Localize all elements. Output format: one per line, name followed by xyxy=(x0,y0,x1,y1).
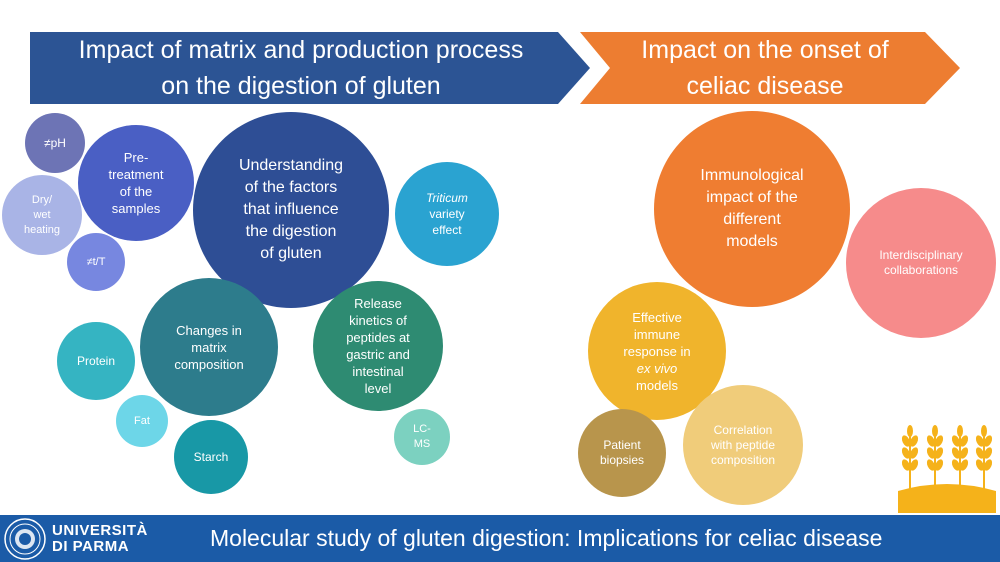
drywet-line1: Dry/ xyxy=(31,193,53,206)
footer-title: Molecular study of gluten digestion: Imp… xyxy=(210,525,883,551)
right-banner-arrow xyxy=(580,32,960,104)
correlation-line1: Correlation xyxy=(713,422,773,437)
left-banner-arrow xyxy=(30,32,590,104)
release-line6: level xyxy=(364,381,392,396)
bubble-pretreatment: Pre- treatment of the samples xyxy=(78,125,194,241)
interdisciplinary-line2: collaborations xyxy=(883,263,959,277)
bubble-ph: ≠pH xyxy=(25,113,85,173)
starch-text: Starch xyxy=(193,450,229,464)
understanding-line1: Understanding xyxy=(238,157,344,174)
pretreatment-line3: of the xyxy=(119,184,153,199)
lcms-line2: MS xyxy=(413,438,431,450)
bubble-interdisciplinary: Interdisciplinary collaborations xyxy=(846,188,996,338)
bubble-fat: Fat xyxy=(116,395,168,447)
understanding-line4: the digestion xyxy=(245,223,337,240)
left-banner-line1: Impact of matrix and production process xyxy=(78,36,524,64)
bubble-triticum: Triticum variety effect xyxy=(395,162,499,266)
bubble-lc-ms: LC- MS xyxy=(394,409,450,465)
pretreatment-line1: Pre- xyxy=(123,150,149,165)
interdisciplinary-line1: Interdisciplinary xyxy=(879,248,963,262)
bubble-understanding: Understanding of the factors that influe… xyxy=(193,112,389,308)
pretreatment-line2: treatment xyxy=(108,167,164,182)
changes-line3: composition xyxy=(174,356,244,372)
immunological-line2: impact of the xyxy=(706,189,798,206)
patient-line2: biopsies xyxy=(599,453,645,467)
effective-line1: Effective xyxy=(632,309,682,325)
right-banner-line1: Impact on the onset of xyxy=(641,36,889,64)
changes-line2: matrix xyxy=(191,339,227,355)
bubble-immunological: Immunological impact of the different mo… xyxy=(654,111,850,307)
pretreatment-line4: samples xyxy=(111,201,161,216)
correlation-line2: with peptide xyxy=(710,437,776,452)
bubble-effective-response: Effective immune response in ex vivo mod… xyxy=(588,282,726,420)
wheat-icon xyxy=(898,425,996,513)
university-seal-icon xyxy=(4,518,46,560)
triticum-italic: Triticum xyxy=(426,191,468,205)
bubble-dry-wet-heating: Dry/ wet heating xyxy=(2,175,82,255)
bubble-t-T: ≠t/T xyxy=(67,233,125,291)
effective-line3: response in xyxy=(623,343,691,359)
understanding-line5: of gluten xyxy=(260,245,322,262)
effective-italic: ex vivo xyxy=(636,360,678,376)
fat-text: Fat xyxy=(134,415,150,427)
left-banner-line2: on the digestion of gluten xyxy=(161,72,441,100)
protein-text: Protein xyxy=(76,354,116,368)
release-line2: kinetics of xyxy=(349,313,407,328)
release-line1: Release xyxy=(354,296,402,311)
immunological-line4: models xyxy=(726,233,778,250)
right-banner: Impact on the onset of celiac disease xyxy=(580,32,960,104)
left-banner: Impact of matrix and production process … xyxy=(30,32,590,104)
footer-bar: UNIVERSITÀ DI PARMA Molecular study of g… xyxy=(0,515,1000,562)
immunological-line1: Immunological xyxy=(700,167,804,184)
university-name: UNIVERSITÀ DI PARMA xyxy=(52,523,148,555)
bubble-release-kinetics: Release kinetics of peptides at gastric … xyxy=(313,281,443,411)
release-line3: peptides at xyxy=(346,330,410,345)
bubble-changes-matrix: Changes in matrix composition xyxy=(140,278,278,416)
bubble-correlation: Correlation with peptide composition xyxy=(683,385,803,505)
changes-line1: Changes in xyxy=(176,322,242,338)
understanding-line2: of the factors xyxy=(244,179,338,196)
release-line5: intestinal xyxy=(352,364,404,379)
drywet-line3: heating xyxy=(23,223,61,236)
right-banner-line2: celiac disease xyxy=(686,72,844,100)
release-line4: gastric and xyxy=(346,347,410,362)
bubble-starch: Starch xyxy=(174,420,248,494)
immunological-line3: different xyxy=(723,211,781,228)
effective-line2: immune xyxy=(633,326,681,342)
effective-line5: models xyxy=(636,377,678,393)
bubble-protein: Protein xyxy=(57,322,135,400)
university-line2: DI PARMA xyxy=(52,538,130,555)
understanding-line3: that influence xyxy=(243,201,339,218)
bubble-patient-biopsies: Patient biopsies xyxy=(578,409,666,497)
drywet-line2: wet xyxy=(33,208,51,221)
correlation-line3: composition xyxy=(710,452,776,467)
triticum-line2: variety xyxy=(429,207,465,221)
patient-line1: Patient xyxy=(603,438,641,452)
bubble-ph-text: ≠pH xyxy=(44,136,66,150)
university-line1: UNIVERSITÀ xyxy=(52,522,148,539)
bubble-t-T-text: ≠t/T xyxy=(86,256,106,268)
lcms-line1: LC- xyxy=(413,423,431,435)
triticum-line3: effect xyxy=(432,223,462,237)
